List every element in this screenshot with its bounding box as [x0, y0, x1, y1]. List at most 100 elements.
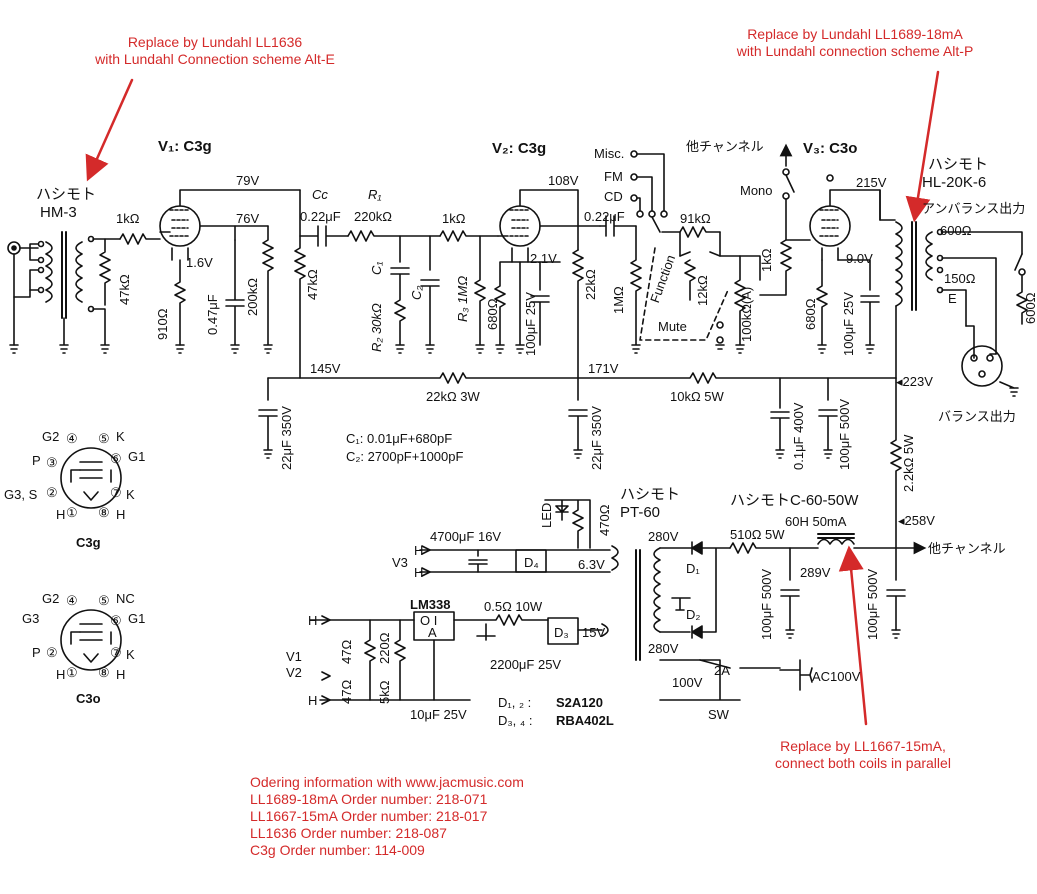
pinout-c3g-label: C3g: [76, 535, 101, 550]
r-680-v3: 680Ω: [803, 298, 818, 330]
voltage-1-6v: 1.6V: [186, 255, 213, 270]
power-supply: [309, 499, 920, 705]
c3o-pin-4: ④: [66, 593, 78, 608]
annotation-arrows: [85, 70, 940, 726]
tube-label-v3: V₃: C3o: [803, 140, 858, 157]
out-600: 600Ω: [940, 223, 972, 238]
choke-spec: 60H 50mA: [785, 514, 847, 529]
r-680-v2: 680Ω: [485, 298, 500, 330]
voltage-145v: 145V: [310, 361, 341, 376]
output-transformer: [895, 221, 1028, 397]
voltage-6-3v: 6.3V: [578, 557, 605, 572]
c-100u-v2: 100μF 25V: [523, 292, 538, 356]
input-transformer-model: HM-3: [40, 204, 77, 221]
h-v12-bottom: H: [308, 693, 318, 708]
r-1k-mid: 1kΩ: [442, 211, 466, 226]
d3-label: D₃: [554, 625, 569, 640]
function-switch: [630, 150, 761, 354]
r-1m: 1MΩ: [611, 286, 626, 314]
r-91k: 91kΩ: [680, 211, 711, 226]
tube-v2: [494, 189, 642, 379]
c3o-pin-h-right: H: [116, 667, 126, 682]
c3g-pin-6: ⑥: [110, 451, 122, 466]
ordering-line: C3g Order number: 114-009: [250, 842, 425, 858]
input-note-line-2: with Lundahl Connection scheme Alt-E: [95, 51, 335, 67]
c3g-pin-7: ⑦: [110, 485, 122, 500]
c3g-pin-k-top: K: [116, 429, 125, 444]
c-100u-500: 100μF 500V: [837, 398, 852, 470]
r-22k-3w: 22kΩ 3W: [426, 389, 480, 404]
choke-note: Replace by LL1667-15mA, connect both coi…: [738, 738, 988, 772]
grounds: [785, 629, 901, 639]
c3o-pin-k: K: [126, 647, 135, 662]
r-510: 510Ω 5W: [730, 527, 785, 542]
output-transformer-maker: ハシモト: [928, 156, 989, 173]
r-10k-5w: 10kΩ 5W: [670, 389, 724, 404]
c3o-pin-6: ⑥: [110, 613, 122, 628]
cc-value: 0.22μF: [300, 209, 341, 224]
r-22k-v2: 22kΩ: [583, 269, 598, 300]
voltage-108v: 108V: [548, 173, 579, 188]
r-05-10w: 0.5Ω 10W: [484, 599, 543, 614]
coupling-stage: [294, 189, 499, 379]
c3g-pin-g3s: G3, S: [4, 487, 38, 502]
unbalanced-output-label: アンバランス出力: [922, 201, 1026, 216]
r1-label: R₁: [368, 187, 382, 202]
lm338-pins: O I: [420, 613, 438, 628]
pinout-c3g: [60, 447, 122, 509]
c3g-pin-h-left: H: [56, 507, 66, 522]
v1-heater-label: V1: [286, 649, 302, 664]
c3o-pin-8: ⑧: [98, 665, 110, 680]
v2-heater-label: V2: [286, 665, 302, 680]
r-200k: 200kΩ: [245, 278, 260, 316]
h-v3-bottom: H: [414, 565, 424, 580]
d12-label: D₁, ₂ :: [498, 695, 532, 710]
c3g-pin-3: ③: [46, 455, 58, 470]
c3o-pin-h-left: H: [56, 667, 66, 682]
c3g-pin-5: ⑤: [98, 431, 110, 446]
output-transformer-model: HL-20K-6: [922, 174, 987, 191]
c1-value: C₁: 0.01μF+680pF: [346, 431, 453, 446]
ordering-line: Odering information with www.jacmusic.co…: [250, 774, 524, 790]
c-10u: 10μF 25V: [410, 707, 467, 722]
switch-fm: FM: [604, 169, 623, 184]
input-transformer-maker: ハシモト: [36, 186, 97, 203]
c3o-pin-5: ⑤: [98, 593, 110, 608]
choke-note-line-2: connect both coils in parallel: [775, 755, 951, 771]
r-5k: 5kΩ: [377, 680, 392, 704]
r-910: 910Ω: [155, 308, 170, 340]
voltage-15v: 15V: [582, 625, 606, 640]
c3o-pin-7: ⑦: [110, 645, 122, 660]
voltage-215v: 215V: [856, 175, 887, 190]
r-12k: 12kΩ: [695, 275, 710, 306]
lm338-adj: A: [428, 625, 437, 640]
voltage-100v: 100V: [672, 675, 703, 690]
tube-v3: [759, 143, 896, 354]
r-1k-input: 1kΩ: [116, 211, 140, 226]
r-47-a: 47Ω: [339, 639, 354, 664]
c-2200: 2200μF 25V: [490, 657, 562, 672]
r-47-b: 47Ω: [339, 679, 354, 704]
pinout-c3o: [60, 609, 122, 671]
switch-mono: Mono: [740, 183, 773, 198]
output-note-line-2: with Lundahl connection scheme Alt-P: [736, 43, 974, 59]
power-transformer-model: PT-60: [620, 504, 661, 521]
c-047: 0.47μF: [205, 294, 220, 335]
c3g-pin-8: ⑧: [98, 505, 110, 520]
input-section: [7, 231, 161, 354]
ordering-line: LL1667-15mA Order number: 218-017: [250, 808, 488, 824]
out-150: 150Ω: [944, 271, 976, 286]
c3o-pin-g2: G2: [42, 591, 60, 606]
c3o-pin-1: ①: [66, 665, 78, 680]
voltage-223v: ◂223V: [896, 374, 933, 389]
out-e: E: [948, 291, 957, 306]
c3o-pin-2: ②: [46, 645, 58, 660]
b-plus-rail: [258, 372, 902, 549]
c3o-pin-g3: G3: [22, 611, 40, 626]
c-4700: 4700μF 16V: [430, 529, 502, 544]
fuse-2a: 2A: [714, 663, 730, 678]
c2-value: C₂: 2700pF+1000pF: [346, 449, 464, 464]
other-channel-bottom: 他チャンネル: [928, 541, 1006, 556]
